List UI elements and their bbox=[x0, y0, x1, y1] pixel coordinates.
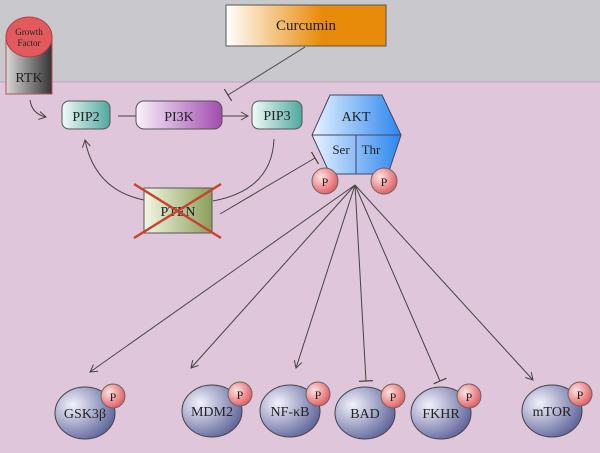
akt-to-nfkb bbox=[293, 184, 356, 369]
target-fkhr: FKHR P bbox=[410, 383, 482, 440]
pip3-label: PIP3 bbox=[263, 109, 290, 124]
phospho-label: P bbox=[322, 175, 329, 189]
phospho-label: P bbox=[577, 388, 584, 402]
akt-phospho-thr bbox=[370, 167, 398, 195]
thr-label: Thr bbox=[362, 142, 381, 157]
akt-to-mdm2 bbox=[190, 184, 356, 369]
pten-to-pip2 bbox=[81, 139, 145, 201]
pten-inhibits-akt bbox=[219, 151, 320, 215]
growth-factor-label-1: Growth bbox=[15, 27, 43, 37]
target-phospho bbox=[380, 383, 406, 409]
target-mdm2: MDM2 P bbox=[181, 381, 253, 438]
pip3-node: PIP3 bbox=[251, 100, 303, 130]
pi3k-node: PI3K bbox=[135, 100, 223, 130]
phospho-label: P bbox=[390, 390, 397, 404]
pten-node: PTEN bbox=[133, 182, 222, 240]
pten-knockout-cross-icon bbox=[133, 182, 222, 240]
pip2-node: PIP2 bbox=[61, 100, 111, 130]
target-ellipse bbox=[410, 386, 472, 440]
pip2-label: PIP2 bbox=[72, 110, 99, 125]
target-label: mTOR bbox=[533, 405, 572, 420]
target-ellipse bbox=[181, 384, 243, 438]
akt-to-gsk3b bbox=[89, 184, 356, 373]
akt-inhibits-bad bbox=[354, 184, 374, 382]
phospho-label: P bbox=[466, 390, 473, 404]
target-label: MDM2 bbox=[191, 405, 233, 420]
target-label: GSK3β bbox=[64, 407, 106, 422]
growth-factor bbox=[5, 16, 53, 58]
target-phospho bbox=[305, 381, 331, 407]
edges bbox=[29, 46, 534, 385]
growth-factor-label-2: Factor bbox=[18, 38, 41, 48]
akt-phospho-ser bbox=[311, 167, 339, 195]
phospho-label: P bbox=[315, 388, 322, 402]
ser-label: Ser bbox=[332, 142, 350, 157]
downstream-targets: GSK3β P MDM2 P NF-κB P BAD P FKHR P mTOR… bbox=[54, 381, 593, 440]
target-ellipse bbox=[521, 384, 583, 438]
target-ellipse bbox=[334, 386, 396, 440]
target-label: FKHR bbox=[422, 407, 460, 422]
pip3-to-pten bbox=[212, 138, 275, 202]
target-mtor: mTOR P bbox=[521, 381, 593, 438]
curcumin-node: Curcumin bbox=[225, 4, 387, 47]
rtk-to-pip2 bbox=[29, 99, 47, 120]
target-label: BAD bbox=[350, 407, 380, 422]
rtk-label: RTK bbox=[15, 71, 42, 86]
akt-to-mtor bbox=[354, 184, 534, 381]
phospho-label: P bbox=[110, 390, 117, 404]
phospho-label: P bbox=[381, 175, 388, 189]
akt-label: AKT bbox=[342, 110, 371, 125]
phospho-label: P bbox=[237, 388, 244, 402]
rtk-receptor: Growth Factor RTK bbox=[5, 16, 53, 95]
target-label: NF-κB bbox=[271, 405, 310, 420]
target-phospho bbox=[100, 383, 126, 409]
pi3k-label: PI3K bbox=[164, 110, 194, 125]
target-ellipse bbox=[259, 384, 321, 438]
target-gsk3: GSK3β P bbox=[54, 383, 126, 440]
curcumin-label: Curcumin bbox=[276, 18, 336, 34]
target-phospho bbox=[456, 383, 482, 409]
target-phospho bbox=[227, 381, 253, 407]
target-ellipse bbox=[54, 386, 116, 440]
akt-inhibits-fkhr bbox=[354, 184, 447, 385]
target-phospho bbox=[567, 381, 593, 407]
target-bad: BAD P bbox=[334, 383, 406, 440]
target-nfb: NF-κB P bbox=[259, 381, 331, 438]
curcumin-inhibits-pi3k bbox=[223, 46, 306, 102]
akt-node: AKT Ser Thr P P bbox=[311, 94, 402, 195]
